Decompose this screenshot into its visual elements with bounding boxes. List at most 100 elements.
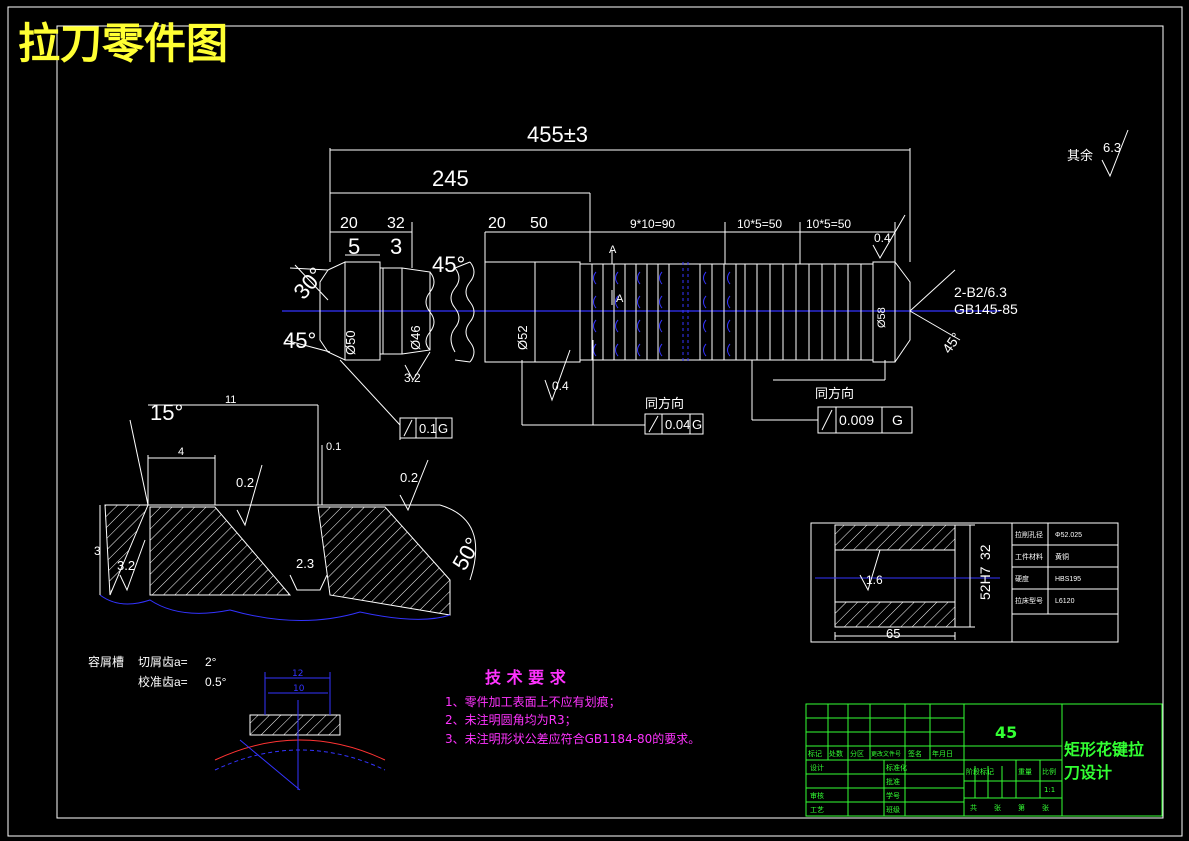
tb-sheet-3: 第 [1018,803,1025,812]
tb-name-1: 矩形花键拉 [1064,740,1144,759]
small-detail-text: 12 10 [292,669,305,694]
dim-3: 3 [390,234,402,259]
wp-row2-value: 黄铜 [1055,552,1069,561]
tooth-ang15: 15° [150,400,183,425]
drawing-title: 拉刀零件图 [18,19,228,68]
tooth-detail [99,404,477,621]
wp-dim52: 52H7 [977,566,993,600]
dia-52: Ø52 [515,325,530,350]
tb-mid-2: 批准 [886,777,900,786]
wp-row1-value: Φ52.025 [1055,532,1082,539]
dim-overall: 455±3 [527,122,588,147]
centerhole-spec: 2-B2/6.3 [954,284,1007,300]
wp-dim65: 65 [886,626,900,641]
centerhole-standard: GB145-85 [954,301,1018,317]
tooth-r02a: 0.2 [236,475,254,490]
tb-label-6: 年月日 [932,749,953,758]
tooth-d01: 0.1 [326,441,341,453]
rear-end [894,261,911,363]
title-block [805,703,1163,817]
gullet-cut-label: 切屑齿a= [138,655,188,669]
tech-title: 技 术 要 求 [485,668,567,687]
neck [379,267,403,355]
dim-pitch10b: 10*5=50 [806,217,851,231]
tb-right-hdr-3: 比例 [1042,767,1056,776]
dia-58: Ø58 [876,307,888,328]
rear-guide [872,261,896,363]
tooth-d11: 11 [225,394,236,406]
tol-frame-2 [644,413,704,435]
tooth-r02b: 0.2 [400,470,418,485]
dim-245: 245 [432,166,469,191]
dim-20a: 20 [340,215,358,232]
dim-ang45a: 45° [432,252,465,277]
inner-frame [56,25,1164,819]
gullet-label: 容屑槽 [88,654,124,669]
tb-mid-4: 班级 [886,805,900,814]
wp-row3-label: 硬度 [1015,574,1029,583]
tol-ref-3: G [892,412,903,428]
dim-ang45c: 45° [939,330,964,357]
rough-32: 3.2 [404,371,421,385]
tb-left-3: 审核 [810,791,824,800]
tol-frame-3 [817,406,913,434]
dim-5: 5 [348,234,360,259]
tb-label-1: 标记 [808,749,822,758]
workpiece-box [810,522,1119,643]
main-dimensions: 455±3 245 20 32 5 3 20 50 9*10=90 10*5=5… [283,122,1121,436]
tb-label-5: 签名 [908,749,922,758]
outer-frame [7,6,1183,837]
tb-right-hdr-1: 阶段标记 [966,767,994,776]
wp-row4-value: L6120 [1055,598,1075,605]
tb-right-hdr-2: 重量 [1018,768,1032,776]
small-d12: 12 [292,669,303,679]
dim-pitch9: 9*10=90 [630,217,675,231]
tb-label-4: 更改文件号 [871,750,901,758]
tb-name-2: 刀设计 [1064,763,1112,782]
dia-46: Ø46 [408,325,423,350]
tol-value-3: 0.009 [839,412,874,428]
dir-label-2: 同方向 [815,386,854,401]
section-a-top: A [609,244,617,256]
wp-row1-label: 拉削孔径 [1015,530,1043,539]
tol-value-1: 0.1 [419,421,437,436]
tol-value-2: 0.04 [665,417,690,432]
workpiece-text: 32 52H7 65 1.6 拉削孔径 Φ52.025 工件材料 黄铜 硬度 H… [866,530,1082,641]
tooth-d4: 4 [178,446,184,458]
title-block-text: 45 矩形花键拉 刀设计 标记 处数 分区 更改文件号 签名 年月日 设计 审核… [808,723,1144,814]
finishing-teeth [744,263,874,361]
cutting-teeth [579,262,746,362]
gullet-calib-label: 校准齿a= [138,674,188,689]
tooth-ang50: 50° [447,533,485,574]
front-guide [484,261,581,363]
tol-ref-2: G [692,417,702,432]
tech-requirements: 技 术 要 求 1、零件加工表面上不应有划痕； 2、未注明圆角均为R3； 3、未… [445,668,700,746]
tb-mid-1: 标准化 [886,763,907,772]
gullet-calib-value: 0.5° [205,675,227,689]
dir-label-1: 同方向 [645,396,684,411]
dim-32: 32 [387,215,405,232]
rough-04: 0.4 [552,379,569,393]
tb-label-2: 处数 [829,749,843,758]
tooth-d3: 3 [94,544,101,558]
dim-r04a: 0.4 [874,231,891,245]
wp-row4-label: 拉床型号 [1015,596,1043,605]
dim-pitch10a: 10*5=50 [737,217,782,231]
tb-material: 45 [995,723,1017,742]
rest-label: 其余 [1067,148,1093,163]
tech-item-1: 1、零件加工表面上不应有划痕； [445,694,621,709]
tb-label-3: 分区 [850,749,864,758]
tb-left-1: 设计 [810,763,824,772]
tech-item-2: 2、未注明圆角均为R3； [445,712,577,727]
wp-dim32: 32 [977,544,993,560]
dia-50: Ø50 [343,330,358,355]
gullet-note: 容屑槽 切屑齿a= 2° 校准齿a= 0.5° [88,654,227,689]
small-detail [214,672,386,791]
tol-frame-1 [399,417,453,439]
small-d10: 10 [293,684,305,694]
tb-sheet-1: 共 [970,803,977,812]
section-a-bottom: A [616,293,624,305]
dim-20b: 20 [488,215,506,232]
rest-value: 6.3 [1103,140,1121,155]
